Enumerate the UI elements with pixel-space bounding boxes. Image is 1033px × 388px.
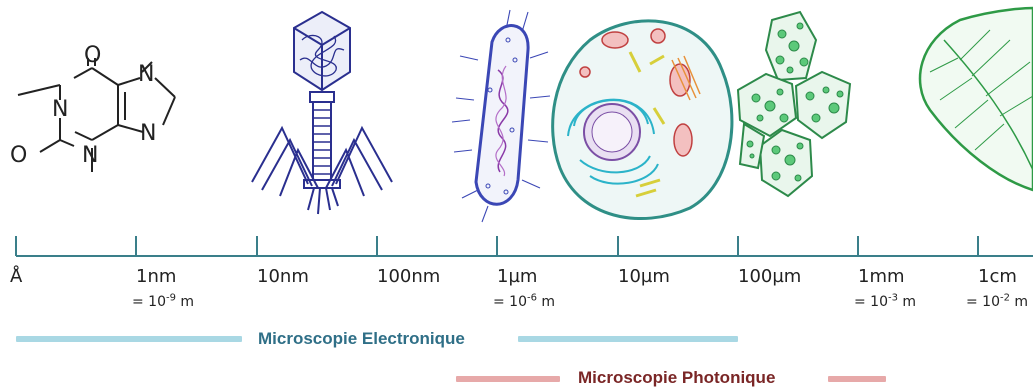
sci-exponent: -3 [888,292,898,303]
scale-tick-label: 10nm [257,266,309,287]
scale-tick-scientific: = 10-6 m [493,294,555,310]
sci-base: = 10 [854,294,888,310]
electron-microscopy-label: Microscopie Electronique [258,329,465,349]
sci-unit: m [1010,294,1028,310]
scale-tick-label: 10µm [618,266,670,287]
photon-range-bar-left [456,376,560,382]
scale-axis [16,236,1033,256]
molecule-atom-n-left: N [52,97,68,122]
sci-base: = 10 [966,294,1000,310]
molecule-atom-o-left: O [10,143,27,168]
sci-exponent: -9 [166,292,176,303]
scale-tick-label: 1µm [497,266,537,287]
sci-base: = 10 [493,294,527,310]
electron-range-bar-left [16,336,242,342]
sci-exponent: -2 [1000,292,1010,303]
sci-unit: m [176,294,194,310]
scale-tick-scientific: = 10-9 m [132,294,194,310]
scale-tick-scientific: = 10-2 m [966,294,1028,310]
scale-tick-label: 1mm [858,266,905,287]
scale-tick-scientific: = 10-3 m [854,294,916,310]
molecule-atom-o-top: O [84,43,101,68]
electron-range-bar-right [518,336,738,342]
sci-base: = 10 [132,294,166,310]
plant-cells-icon [738,12,850,196]
scale-tick-label: Å [10,266,22,287]
sci-unit: m [898,294,916,310]
scale-tick-label: 100µm [738,266,801,287]
scale-tick-label: 1cm [978,266,1017,287]
bacterium-icon [452,10,550,222]
sci-unit: m [537,294,555,310]
photon-range-bar-right [828,376,886,382]
molecule-atom-n-top-right: N [138,62,154,87]
scale-tick-label: 100nm [377,266,440,287]
scale-tick-label: 1nm [136,266,176,287]
photon-microscopy-label: Microscopie Photonique [578,368,775,388]
bacteriophage-virus-icon [252,12,392,214]
leaf-icon [920,8,1033,190]
molecule-atom-n-right: N [140,121,156,146]
animal-cell-icon [553,21,732,219]
molecule-atom-n-bottom: N [82,143,98,168]
sci-exponent: -6 [527,292,537,303]
